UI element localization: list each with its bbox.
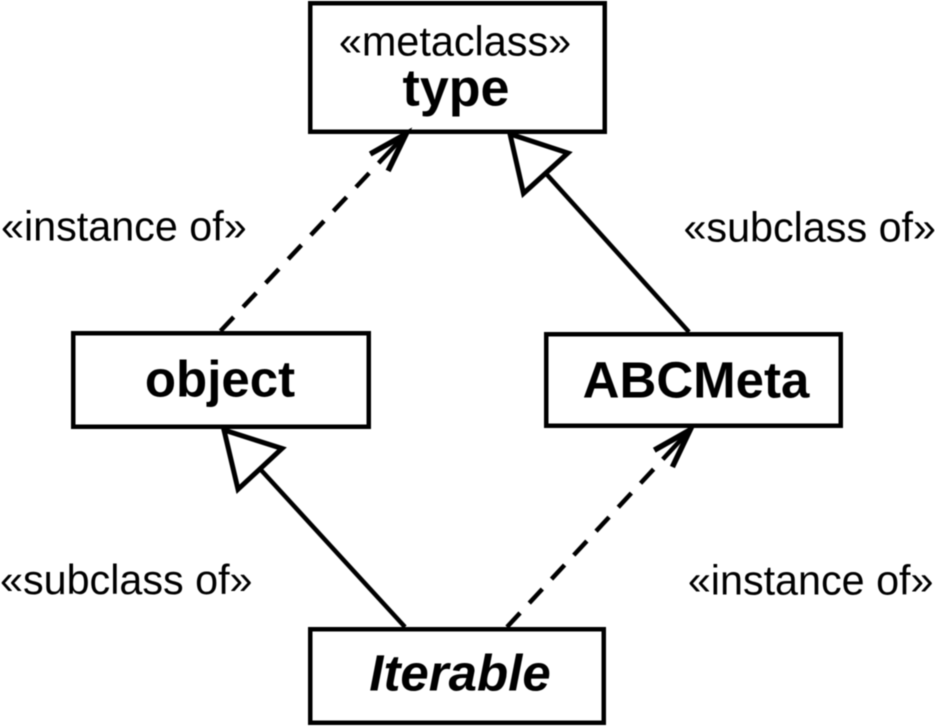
svg-text:ABCMeta: ABCMeta: [583, 352, 810, 409]
svg-text:«metaclass»: «metaclass»: [339, 19, 571, 65]
svg-text:«instance of»: «instance of»: [1, 204, 247, 250]
svg-text:«instance of»: «instance of»: [688, 558, 934, 604]
svg-text:type: type: [403, 60, 510, 118]
svg-text:«subclass of»: «subclass of»: [683, 205, 935, 251]
svg-text:«subclass of»: «subclass of»: [0, 557, 253, 603]
svg-text:Iterable: Iterable: [369, 645, 550, 702]
svg-text:object: object: [145, 351, 295, 408]
